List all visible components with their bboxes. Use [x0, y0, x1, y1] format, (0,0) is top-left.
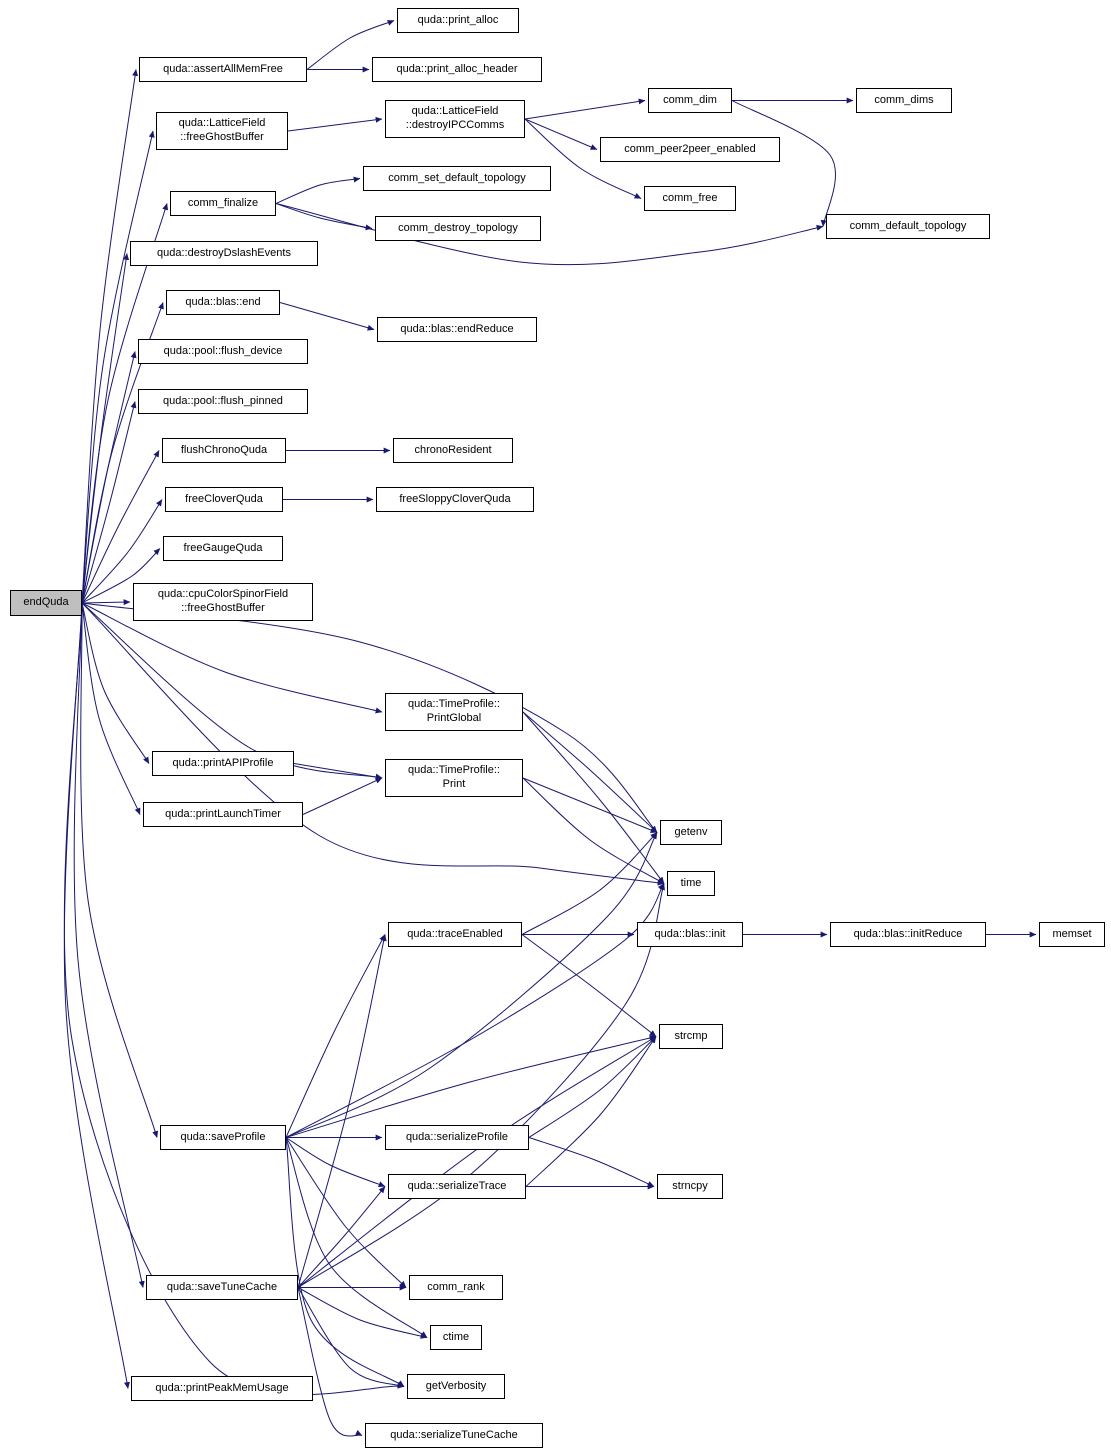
call-edge-endQuda-to-time	[81, 602, 665, 886]
graph-node-saveTuneCache[interactable]: quda::saveTuneCache	[146, 1275, 298, 1300]
call-edge-tp_print-to-time	[522, 777, 665, 884]
graph-node-freeSloppyCloverQuda[interactable]: freeSloppyCloverQuda	[376, 487, 534, 512]
call-edge-saveTuneCache-to-ctime	[297, 1287, 428, 1339]
graph-node-chronoResident[interactable]: chronoResident	[393, 438, 513, 463]
graph-node-getenv[interactable]: getenv	[660, 820, 722, 845]
graph-node-blas_endReduce[interactable]: quda::blas::endReduce	[377, 317, 537, 342]
graph-node-comm_dims[interactable]: comm_dims	[856, 88, 952, 113]
call-edge-endQuda-to-assertAllMemFree	[81, 69, 139, 604]
call-edge-traceEnabled-to-getenv	[521, 832, 658, 935]
graph-node-memset[interactable]: memset	[1039, 922, 1105, 947]
graph-node-comm_default_topology[interactable]: comm_default_topology	[826, 214, 990, 239]
call-edge-assertAllMemFree-to-print_alloc	[306, 20, 395, 70]
call-edge-saveTuneCache-to-serializeTuneCache	[297, 1287, 363, 1437]
graph-node-comm_finalize[interactable]: comm_finalize	[170, 191, 276, 216]
graph-node-destroyDslashEvents[interactable]: quda::destroyDslashEvents	[130, 241, 318, 266]
call-edge-printGlobal-to-time	[522, 711, 665, 884]
graph-node-time[interactable]: time	[667, 871, 715, 896]
graph-node-serializeProfile[interactable]: quda::serializeProfile	[385, 1125, 529, 1150]
graph-node-serializeTuneCache[interactable]: quda::serializeTuneCache	[365, 1423, 543, 1448]
call-edge-endQuda-to-destroyDslashEvents	[81, 253, 130, 604]
graph-node-printPeakMemUsage[interactable]: quda::printPeakMemUsage	[131, 1376, 313, 1401]
call-edge-serializeTrace-to-strcmp	[525, 1036, 657, 1187]
call-edge-endQuda-to-freeGaugeQuda	[81, 548, 161, 604]
call-edge-blas_end-to-blas_endReduce	[279, 302, 375, 331]
call-edge-saveTuneCache-to-traceEnabled	[297, 934, 387, 1288]
graph-node-assertAllMemFree[interactable]: quda::assertAllMemFree	[139, 57, 307, 82]
call-edge-saveTuneCache-to-strcmp	[297, 1036, 657, 1288]
call-edge-destroyIPCComms-to-comm_peer2peer_enabled	[524, 118, 598, 150]
call-edge-endQuda-to-printGlobal	[81, 602, 383, 714]
call-edge-printGlobal-to-getenv	[522, 711, 658, 833]
call-edge-tp_print-to-getenv	[522, 777, 658, 833]
call-edge-saveTuneCache-to-serializeTrace	[297, 1186, 386, 1288]
call-edge-endQuda-to-lf_freeGhostBuffer	[81, 130, 155, 604]
call-edge-saveProfile-to-serializeTrace	[285, 1137, 386, 1187]
call-edge-endQuda-to-cpu_freeGhostBuffer	[81, 599, 131, 606]
graph-node-print_alloc_header[interactable]: quda::print_alloc_header	[372, 57, 542, 82]
call-edge-comm_finalize-to-comm_set_default_topology	[275, 176, 361, 204]
graph-node-comm_rank[interactable]: comm_rank	[409, 1275, 503, 1300]
call-edge-saveTuneCache-to-getVerbosity	[297, 1287, 405, 1388]
graph-node-flush_device[interactable]: quda::pool::flush_device	[138, 339, 308, 364]
graph-node-freeCloverQuda[interactable]: freeCloverQuda	[165, 487, 283, 512]
graph-node-comm_destroy_topology[interactable]: comm_destroy_topology	[375, 216, 541, 241]
graph-node-printGlobal[interactable]: quda::TimeProfile:: PrintGlobal	[385, 693, 523, 731]
graph-node-comm_free[interactable]: comm_free	[644, 186, 736, 211]
graph-node-comm_peer2peer_enabled[interactable]: comm_peer2peer_enabled	[600, 137, 780, 162]
call-edge-comm_dim-to-comm_default_topology	[731, 100, 836, 227]
call-edge-endQuda-to-tp_print	[81, 602, 383, 780]
graph-node-strcmp[interactable]: strcmp	[659, 1024, 723, 1049]
call-edge-endQuda-to-saveTuneCache	[73, 602, 145, 1288]
call-edge-serializeProfile-to-strncpy	[528, 1137, 655, 1187]
graph-node-getVerbosity[interactable]: getVerbosity	[407, 1374, 505, 1399]
call-edge-saveProfile-to-strcmp	[285, 1035, 657, 1138]
call-edge-destroyIPCComms-to-comm_dim	[524, 98, 646, 120]
graph-node-saveProfile[interactable]: quda::saveProfile	[160, 1125, 286, 1150]
call-edge-serializeProfile-to-strcmp	[528, 1036, 657, 1138]
call-edge-saveProfile-to-ctime	[285, 1137, 428, 1338]
graph-node-blas_init[interactable]: quda::blas::init	[637, 922, 743, 947]
graph-node-blas_end[interactable]: quda::blas::end	[166, 290, 280, 315]
call-edge-lf_freeGhostBuffer-to-destroyIPCComms	[287, 116, 383, 132]
call-edge-saveProfile-to-comm_rank	[285, 1137, 407, 1288]
call-edge-saveProfile-to-traceEnabled	[285, 934, 386, 1138]
call-edge-saveProfile-to-time	[285, 883, 665, 1138]
graph-node-blas_initReduce[interactable]: quda::blas::initReduce	[830, 922, 986, 947]
call-edge-endQuda-to-printLaunchTimer	[81, 602, 141, 815]
call-edge-endQuda-to-flushChronoQuda	[81, 450, 160, 604]
graph-node-flushChronoQuda[interactable]: flushChronoQuda	[162, 438, 286, 463]
graph-node-comm_set_default_topology[interactable]: comm_set_default_topology	[363, 166, 551, 191]
graph-node-endQuda: endQuda	[10, 590, 82, 616]
graph-node-lf_freeGhostBuffer[interactable]: quda::LatticeField ::freeGhostBuffer	[156, 112, 288, 150]
graph-node-flush_pinned[interactable]: quda::pool::flush_pinned	[138, 389, 308, 414]
call-edge-endQuda-to-freeCloverQuda	[81, 499, 163, 604]
call-edge-endQuda-to-flush_pinned	[81, 401, 137, 604]
call-edge-endQuda-to-printAPIProfile	[81, 602, 150, 764]
call-edge-endQuda-to-flush_device	[81, 351, 137, 604]
graph-node-cpu_freeGhostBuffer[interactable]: quda::cpuColorSpinorField ::freeGhostBuf…	[133, 583, 313, 621]
graph-node-serializeTrace[interactable]: quda::serializeTrace	[388, 1174, 526, 1199]
call-edge-endQuda-to-saveProfile	[80, 602, 159, 1138]
call-edge-comm_finalize-to-comm_default_topology	[275, 203, 824, 266]
graph-node-traceEnabled[interactable]: quda::traceEnabled	[388, 922, 522, 947]
call-edge-printLaunchTimer-to-tp_print	[302, 777, 383, 815]
graph-node-tp_print[interactable]: quda::TimeProfile:: Print	[385, 759, 523, 797]
graph-node-destroyIPCComms[interactable]: quda::LatticeField ::destroyIPCComms	[385, 100, 525, 138]
graph-node-comm_dim[interactable]: comm_dim	[648, 88, 732, 113]
call-edge-endQuda-to-getenv	[81, 602, 658, 833]
call-edge-printAPIProfile-to-tp_print	[293, 763, 383, 780]
call-edge-saveProfile-to-getVerbosity	[285, 1137, 405, 1387]
call-edge-traceEnabled-to-strcmp	[521, 934, 657, 1037]
graph-node-ctime[interactable]: ctime	[430, 1325, 482, 1350]
call-edge-saveProfile-to-getenv	[285, 832, 658, 1138]
graph-node-freeGaugeQuda[interactable]: freeGaugeQuda	[163, 536, 283, 561]
graph-node-printLaunchTimer[interactable]: quda::printLaunchTimer	[143, 802, 303, 827]
call-edge-destroyIPCComms-to-comm_free	[524, 118, 642, 199]
graph-node-print_alloc[interactable]: quda::print_alloc	[397, 8, 519, 33]
graph-node-strncpy[interactable]: strncpy	[657, 1174, 723, 1199]
graph-node-printAPIProfile[interactable]: quda::printAPIProfile	[152, 751, 294, 776]
